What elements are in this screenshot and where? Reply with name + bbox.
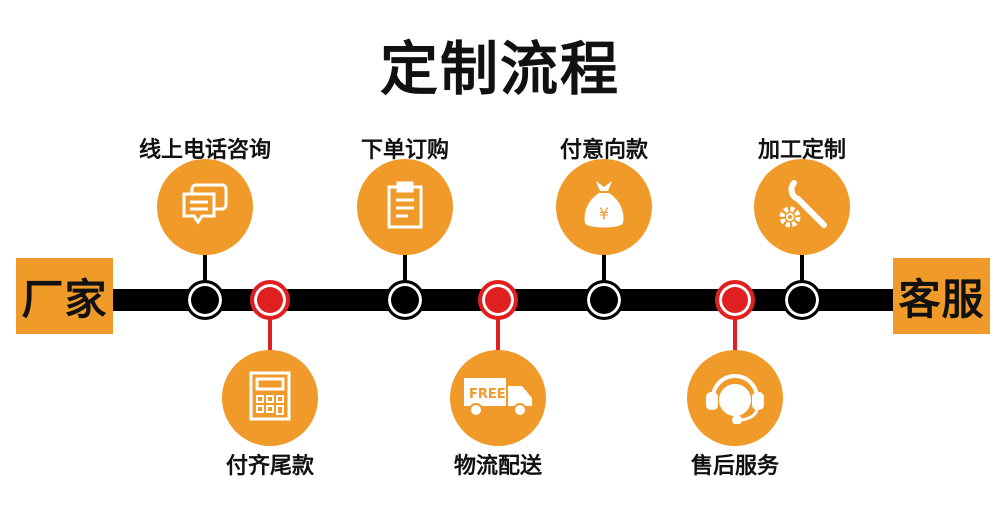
step-label: 加工定制	[757, 137, 846, 163]
timeline-node	[782, 280, 822, 320]
money-bag-icon: ¥	[582, 179, 626, 235]
truck-icon: FREE	[462, 374, 534, 422]
step-icon-circle: ¥	[556, 159, 652, 255]
timeline-node	[185, 280, 225, 320]
step-icon-circle	[222, 350, 318, 446]
step-icon-circle	[687, 350, 783, 446]
step-icon-circle	[157, 159, 253, 255]
timeline-node	[478, 280, 518, 320]
step-label: 下单订购	[360, 137, 449, 163]
connector-line	[203, 253, 207, 300]
step-icon-circle: FREE	[450, 350, 546, 446]
page-title: 定制流程	[379, 35, 620, 103]
headset-icon	[705, 368, 765, 428]
step-label: 付齐尾款	[225, 453, 314, 479]
timeline-node	[250, 280, 290, 320]
step-label: 付意向款	[559, 137, 648, 163]
connector-line	[800, 253, 804, 300]
chat-icon	[180, 182, 230, 232]
step-label: 线上电话咨询	[138, 137, 271, 163]
truck-free-text: FREE	[469, 387, 506, 402]
connector-line	[733, 300, 737, 352]
timeline-node	[715, 280, 755, 320]
connector-line	[268, 300, 272, 352]
step-icon-circle	[754, 159, 850, 255]
connector-line	[403, 253, 407, 300]
clipboard-icon	[385, 180, 425, 234]
tools-icon	[774, 177, 830, 237]
timeline-node	[584, 280, 624, 320]
end-box-customer-service: 客服	[893, 258, 990, 334]
step-icon-circle	[357, 159, 453, 255]
connector-line	[496, 300, 500, 352]
calculator-icon	[248, 370, 292, 426]
connector-line	[602, 253, 606, 300]
start-box-factory: 厂家	[16, 258, 113, 334]
step-label: 售后服务	[690, 453, 779, 479]
svg-text:¥: ¥	[599, 204, 609, 223]
step-label: 物流配送	[453, 453, 542, 479]
timeline-node	[385, 280, 425, 320]
